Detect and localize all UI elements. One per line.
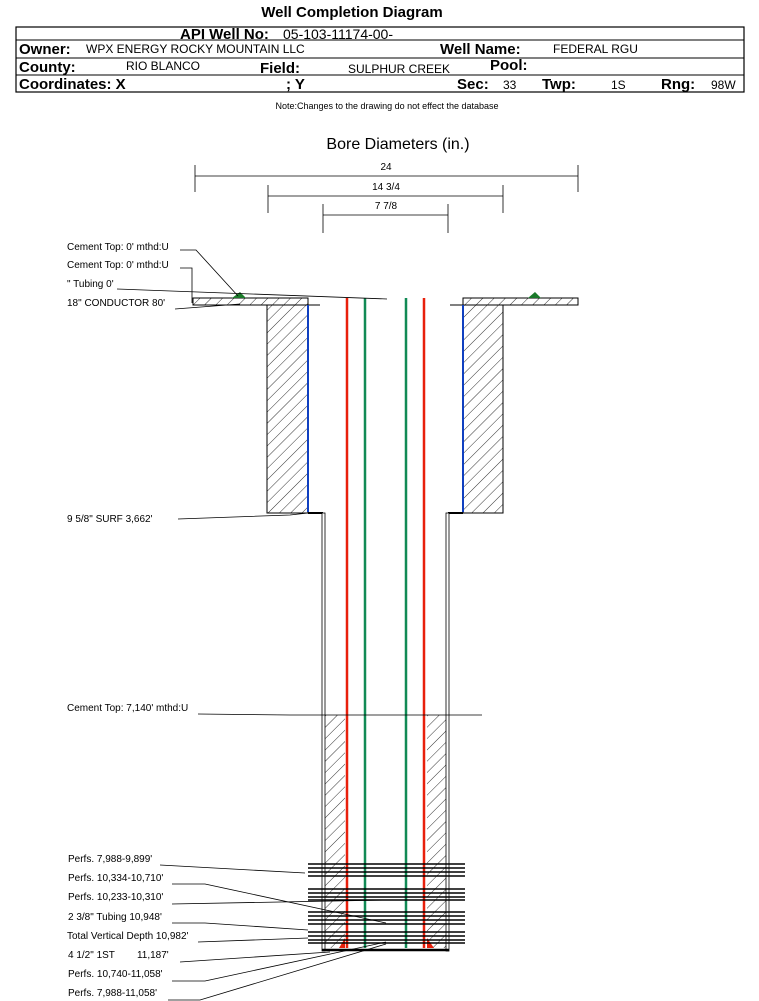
api-value: 05-103-11174-00- [283, 26, 393, 42]
production-casing [321, 512, 450, 952]
label-cement-top-3: Cement Top: 7,140' mthd:U [67, 703, 188, 714]
label-conductor: 18" CONDUCTOR 80' [67, 298, 165, 309]
perforation-bands [308, 863, 465, 944]
owner-value: WPX ENERGY ROCKY MOUNTAIN LLC [86, 42, 305, 56]
dimension-7-7-8: 7 7/8 [375, 201, 398, 212]
label-perf-3: Perfs. 10,233-10,310' [68, 892, 163, 903]
label-perf-1: Perfs. 7,988-9,899' [68, 854, 152, 865]
dimension-24: 24 [380, 162, 392, 173]
dimension-lines [194, 165, 579, 233]
label-cement-top-2: Cement Top: 0' mthd:U [67, 260, 169, 271]
pool-label: Pool: [490, 57, 528, 74]
twp-value: 1S [611, 78, 626, 92]
note-text: Note:Changes to the drawing do not effec… [276, 101, 499, 111]
well-name-label: Well Name: [440, 41, 521, 58]
cement-marker-right [528, 292, 541, 298]
rng-value: 98W [711, 78, 736, 92]
page-title: Well Completion Diagram [261, 4, 442, 21]
tubing-strings [345, 298, 426, 948]
label-perf-5: Perfs. 7,988-11,058' [68, 988, 157, 999]
label-total-vertical-depth: Total Vertical Depth 10,982' [67, 931, 189, 942]
label-tubing-top: " Tubing 0' [67, 279, 114, 290]
sec-value: 33 [503, 78, 517, 92]
sec-label: Sec: [457, 76, 489, 93]
label-tubing: 2 3/8" Tubing 10,948' [68, 912, 162, 923]
surface-casing [266, 304, 504, 514]
bore-diameters-title: Bore Diameters (in.) [326, 136, 469, 153]
cement-marker-left [232, 292, 246, 298]
leader-lines [116, 249, 482, 1001]
y-coordinate-label: ; Y [286, 76, 305, 93]
coordinates-label: Coordinates: X [19, 76, 126, 93]
label-cement-top-1: Cement Top: 0' mthd:U [67, 242, 169, 253]
owner-label: Owner: [19, 41, 71, 58]
label-surface-casing: 9 5/8" SURF 3,662' [67, 514, 153, 525]
label-production-casing: 4 1/2" 1ST 11,187' [68, 950, 169, 961]
dimension-14-3-4: 14 3/4 [372, 182, 400, 193]
rng-label: Rng: [661, 76, 695, 93]
label-perf-2: Perfs. 10,334-10,710' [68, 873, 163, 884]
field-value: SULPHUR CREEK [348, 62, 450, 76]
twp-label: Twp: [542, 76, 576, 93]
label-perf-4: Perfs. 10,740-11,058' [68, 969, 163, 980]
conductor-casing [192, 297, 579, 306]
well-name-value: FEDERAL RGU [553, 42, 638, 56]
county-label: County: [19, 59, 76, 76]
header-table [15, 26, 745, 93]
county-value: RIO BLANCO [126, 59, 200, 73]
field-label: Field: [260, 60, 300, 77]
api-label: API Well No: [180, 26, 269, 43]
